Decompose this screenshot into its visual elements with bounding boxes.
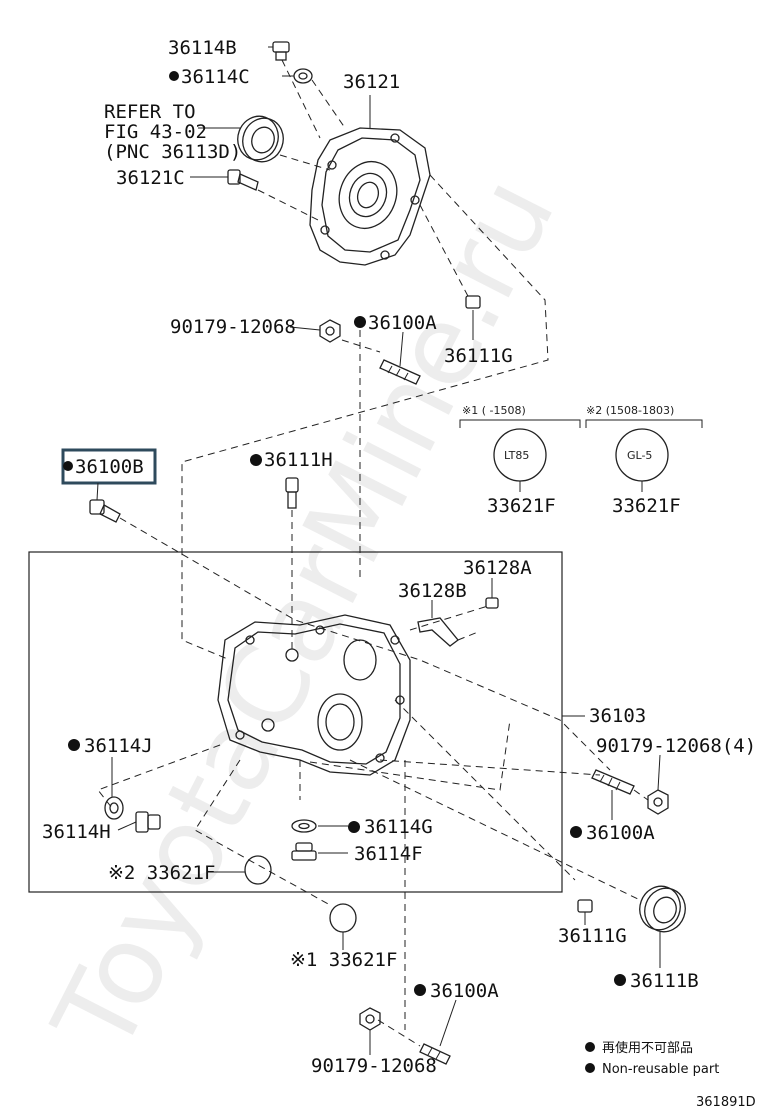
bullet-36114C — [169, 71, 179, 81]
label-refer-line3: (PNC 36113D) — [104, 141, 241, 163]
oil-seal-refer — [237, 115, 284, 163]
label-33621F-note2: ※2 33621F — [108, 862, 215, 884]
label-36111B: 36111B — [630, 970, 699, 992]
oil-seal-36111B — [639, 885, 686, 933]
bolt-36121C — [227, 169, 259, 191]
label-36114H: 36114H — [42, 821, 111, 843]
label-36111H: 36111H — [264, 449, 333, 471]
legend-bullet-en — [585, 1063, 595, 1073]
bullet-36100A-right — [570, 826, 582, 838]
legend-bullet-jp — [585, 1042, 595, 1052]
label-90179-top: 90179-12068 — [170, 316, 296, 338]
note1-bracket — [459, 419, 581, 428]
sensor-36111H — [285, 477, 299, 509]
plug-36114F — [291, 842, 317, 861]
upper-cover-36121 — [309, 127, 431, 266]
note2-header: ※2 (1508-1803) — [586, 404, 674, 417]
label-36100A-bottom: 36100A — [430, 980, 499, 1002]
note2-bracket — [585, 419, 703, 428]
transfer-case-36103 — [217, 614, 411, 776]
gasket-36114C — [293, 68, 313, 84]
label-33621F-b: 33621F — [612, 495, 681, 517]
label-36114F: 36114F — [354, 843, 423, 865]
highlight-box-36100B — [61, 448, 157, 485]
nut-90179-bottom — [359, 1007, 381, 1031]
plug-36114B — [272, 41, 290, 61]
pin-36111G-top — [465, 295, 481, 309]
figure-id: 361891D — [696, 1095, 756, 1110]
label-refer-line1: REFER TO — [104, 101, 196, 123]
bullet-36100A-bottom — [414, 984, 426, 996]
label-36121C: 36121C — [116, 167, 185, 189]
stud-36100A-bottom — [419, 1043, 451, 1065]
bolt-36100B — [89, 499, 121, 523]
stud-36100A-top — [379, 359, 421, 385]
gasket-36114J — [104, 796, 124, 820]
gasket-36114G — [291, 819, 317, 833]
legend-jp: 再使用不可部品 — [602, 1040, 693, 1056]
bullet-36100B — [63, 461, 73, 471]
label-33621F-note1: ※1 33621F — [290, 949, 397, 971]
bullet-36114J — [68, 739, 80, 751]
plug-33621F-note2 — [244, 855, 272, 885]
bullet-36114G — [348, 821, 360, 833]
label-36100A-right: 36100A — [586, 822, 655, 844]
label-36111G-top: 36111G — [444, 345, 513, 367]
label-36114B: 36114B — [168, 37, 237, 59]
nut-90179-right — [647, 789, 669, 815]
case-group-box — [28, 551, 563, 893]
label-36121: 36121 — [343, 71, 400, 93]
label-36128B: 36128B — [398, 580, 467, 602]
bracket-36128B — [417, 617, 459, 647]
bullet-36100A-top — [354, 316, 366, 328]
legend-en: Non-reusable part — [602, 1062, 719, 1077]
label-36103: 36103 — [589, 705, 646, 727]
note1-header: ※1 ( -1508) — [462, 404, 526, 417]
label-90179-right: 90179-12068(4) — [596, 735, 756, 757]
label-36114J: 36114J — [84, 735, 153, 757]
label-36128A: 36128A — [463, 557, 532, 579]
lt85-label: LT85 — [504, 449, 529, 462]
label-36114G: 36114G — [364, 816, 433, 838]
label-36100A-top: 36100A — [368, 312, 437, 334]
plug-33621F-note1 — [329, 903, 357, 933]
label-90179-bottom: 90179-12068 — [311, 1055, 437, 1077]
label-36114C: 36114C — [181, 66, 250, 88]
gl5-label: GL-5 — [627, 449, 652, 462]
stud-36100A-right — [591, 769, 635, 795]
label-36100B: 36100B — [75, 456, 144, 478]
bolt-36128A — [485, 597, 499, 609]
label-33621F-a: 33621F — [487, 495, 556, 517]
label-36111G-right: 36111G — [558, 925, 627, 947]
watermark: ToyotaCarMine.ru — [29, 157, 580, 1072]
bullet-36111B — [614, 974, 626, 986]
label-refer-line2: FIG 43-02 — [104, 121, 207, 143]
bullet-36111H — [250, 454, 262, 466]
pin-36111G-right — [577, 899, 593, 913]
nut-90179-top — [319, 319, 341, 343]
